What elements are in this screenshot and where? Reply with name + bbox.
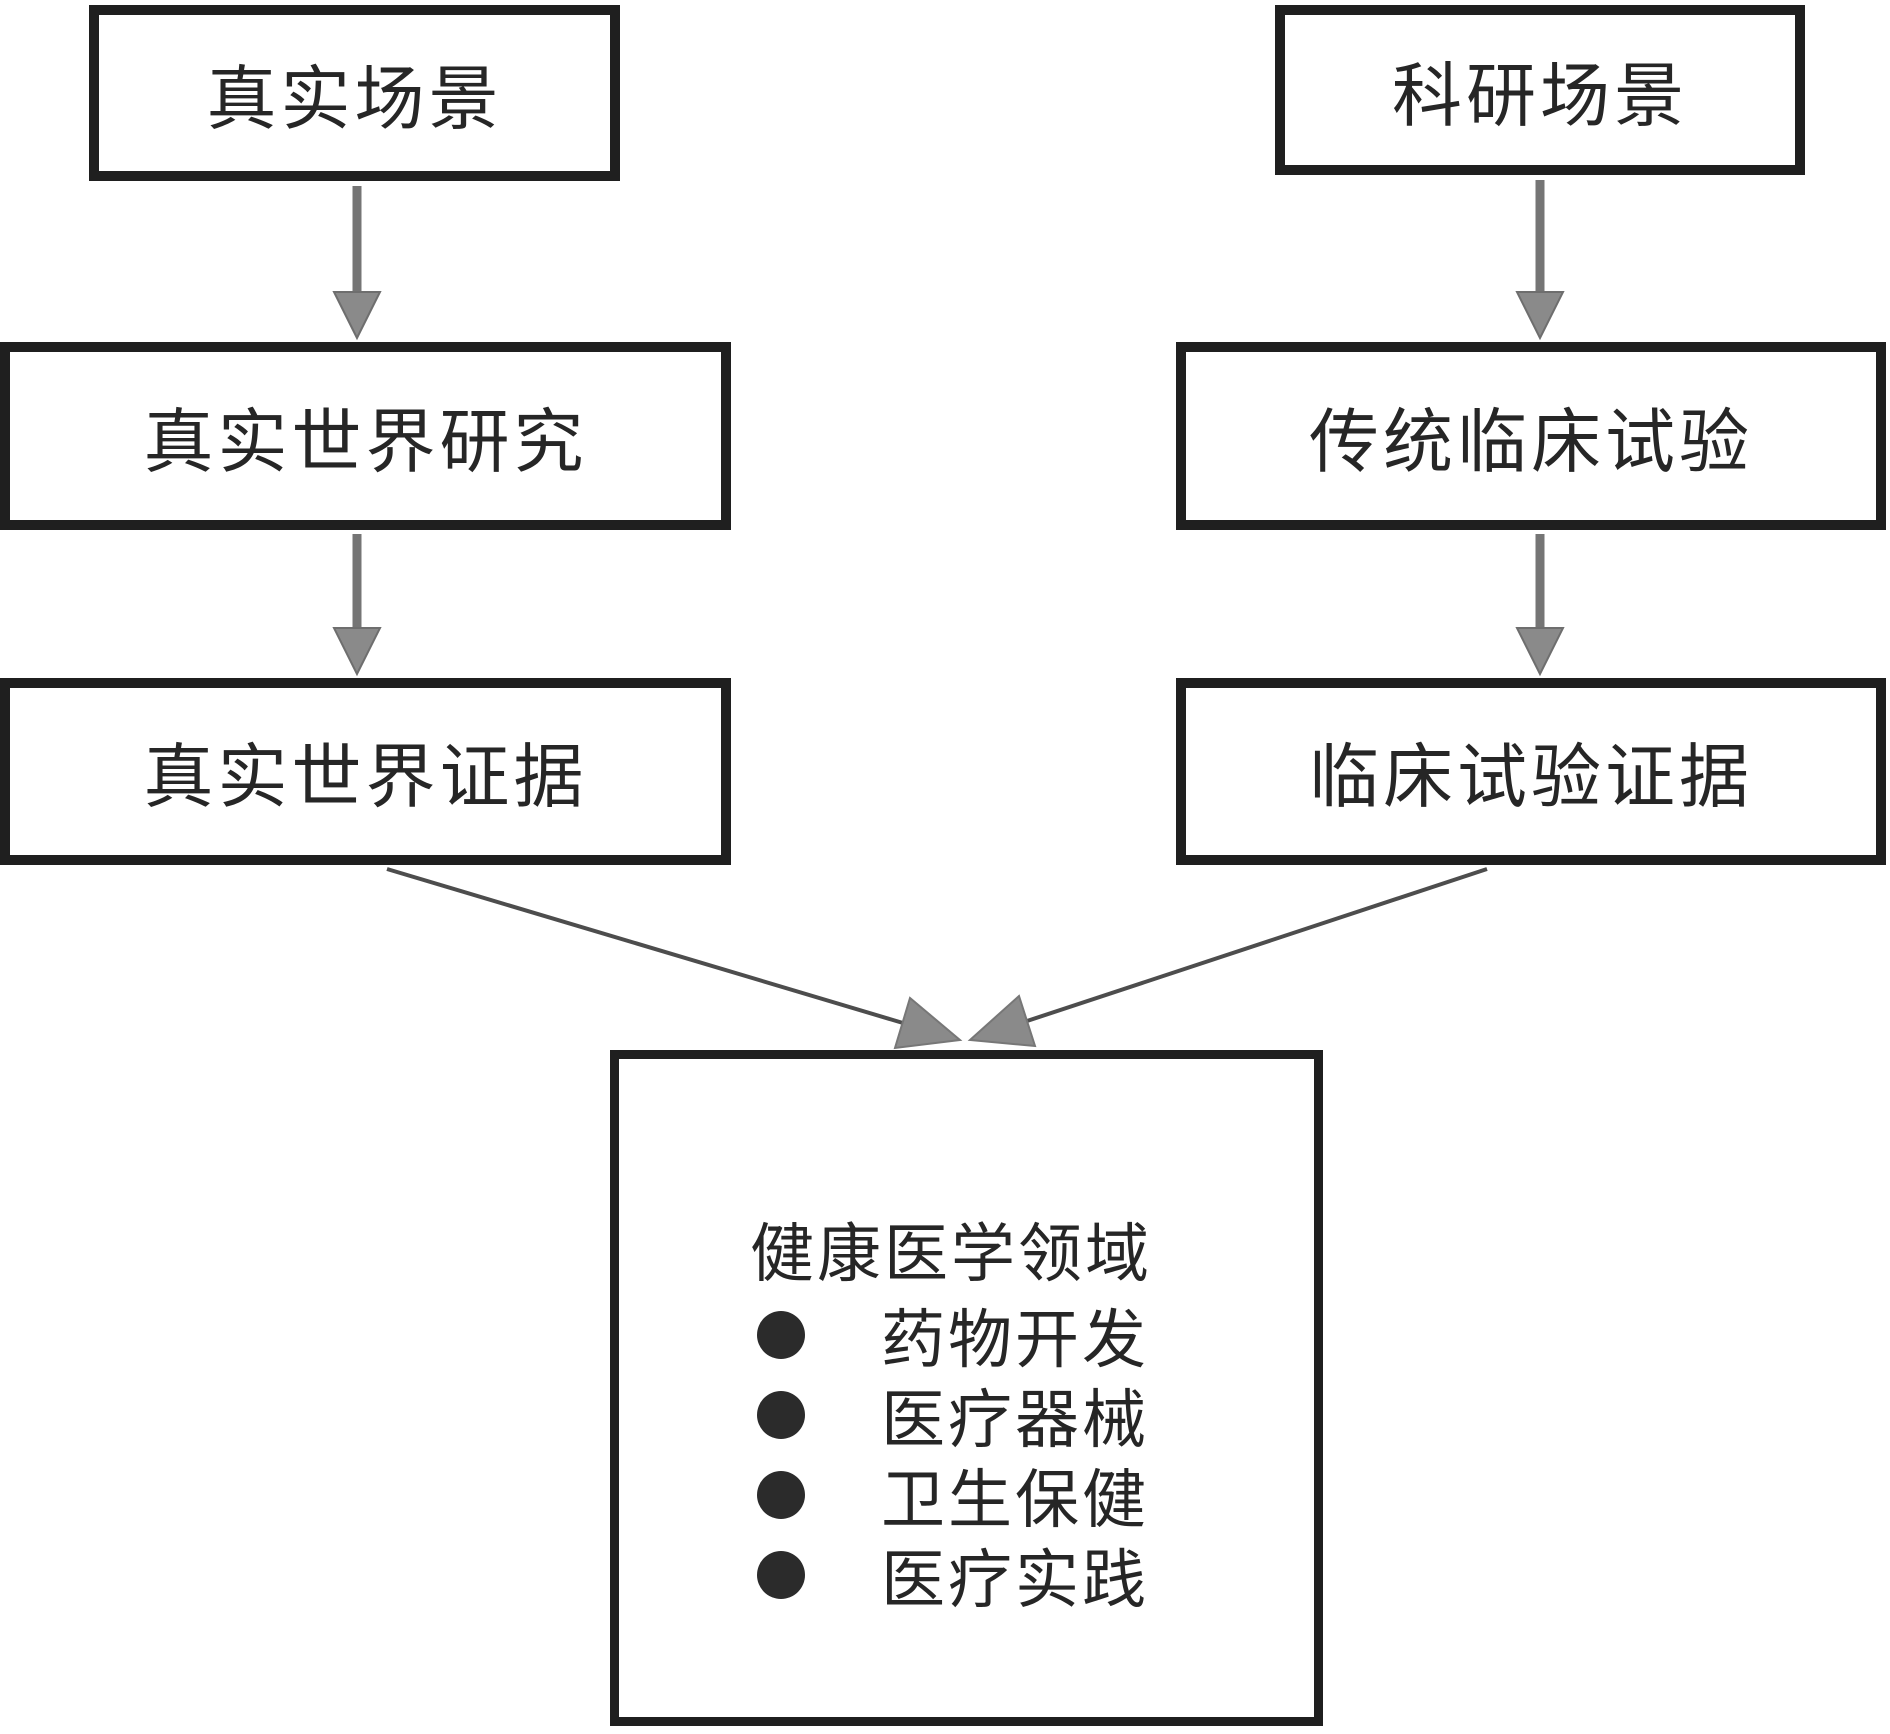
health-domain-title: 健康医学领域 bbox=[750, 1219, 1152, 1290]
arrow-trial-to-evidence-head bbox=[1515, 627, 1565, 677]
node-real-scene-label: 真实场景 bbox=[206, 61, 503, 139]
node-traditional-clinical-trial-label: 传统临床试验 bbox=[1309, 404, 1753, 482]
bullet-label-drug-development: 药物开发 bbox=[881, 1305, 1149, 1376]
list-item: 卫生保健 bbox=[750, 1455, 1294, 1536]
node-research-scene: 科研场景 bbox=[1275, 5, 1805, 175]
connector-rwe-to-health-line bbox=[386, 867, 904, 1025]
node-real-world-evidence: 真实世界证据 bbox=[0, 678, 731, 865]
node-real-world-evidence-label: 真实世界证据 bbox=[143, 740, 588, 817]
list-item: 医疗器械 bbox=[750, 1375, 1294, 1456]
node-traditional-clinical-trial: 传统临床试验 bbox=[1176, 342, 1886, 530]
bullet-dot-icon bbox=[757, 1551, 805, 1599]
list-item: 药物开发 bbox=[750, 1295, 1294, 1376]
connector-cte-to-health-head bbox=[967, 994, 1037, 1048]
node-real-world-research: 真实世界研究 bbox=[0, 342, 731, 530]
node-clinical-trial-evidence-label: 临床试验证据 bbox=[1309, 740, 1753, 817]
node-real-world-research-label: 真实世界研究 bbox=[143, 404, 588, 482]
node-research-scene-label: 科研场景 bbox=[1392, 58, 1688, 136]
arrow-research-to-evidence-head bbox=[332, 627, 382, 677]
node-real-scene: 真实场景 bbox=[89, 5, 620, 181]
bullet-dot-icon bbox=[757, 1391, 805, 1439]
health-domain-bullet-list: 药物开发 医疗器械 卫生保健 医疗实践 bbox=[750, 1295, 1294, 1616]
arrow-research-scene-to-trial-head bbox=[1515, 291, 1565, 341]
connector-cte-to-health-line bbox=[1026, 867, 1488, 1023]
bullet-dot-icon bbox=[757, 1471, 805, 1519]
bullet-label-health-care: 卫生保健 bbox=[881, 1465, 1149, 1536]
node-clinical-trial-evidence: 临床试验证据 bbox=[1176, 678, 1886, 865]
arrow-real-scene-to-research-head bbox=[332, 291, 382, 341]
connector-rwe-to-health-head bbox=[893, 996, 963, 1050]
node-health-medicine-domain: 健康医学领域 药物开发 医疗器械 卫生保健 医疗实践 bbox=[610, 1050, 1323, 1726]
bullet-label-medical-devices: 医疗器械 bbox=[881, 1385, 1149, 1456]
bullet-label-medical-practice: 医疗实践 bbox=[881, 1545, 1149, 1616]
health-domain-content: 健康医学领域 药物开发 医疗器械 卫生保健 医疗实践 bbox=[750, 1215, 1294, 1616]
list-item: 医疗实践 bbox=[750, 1535, 1294, 1616]
bullet-dot-icon bbox=[757, 1311, 805, 1359]
